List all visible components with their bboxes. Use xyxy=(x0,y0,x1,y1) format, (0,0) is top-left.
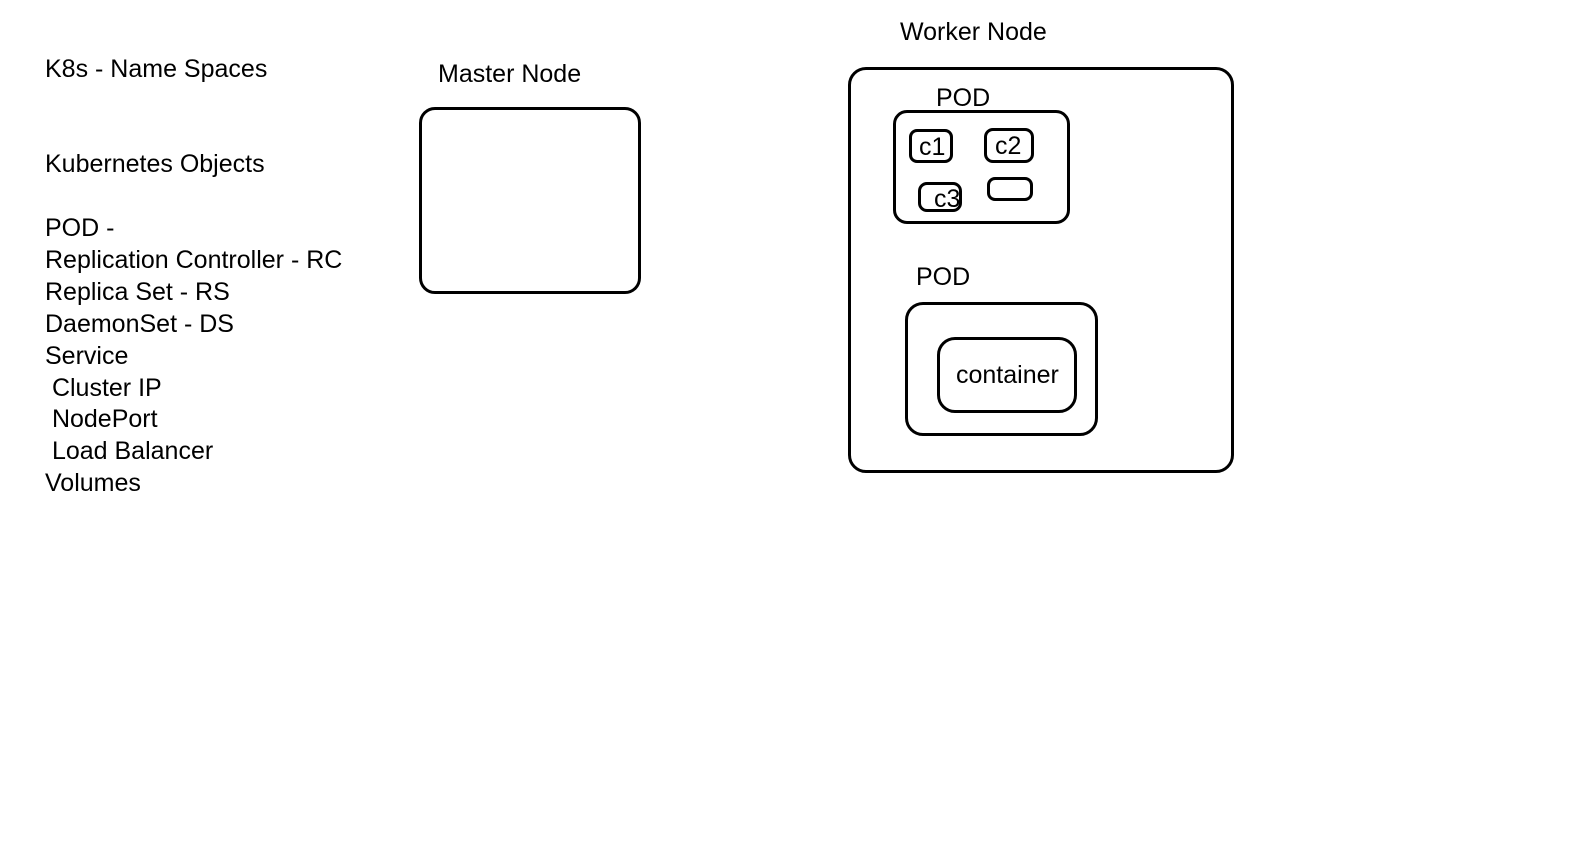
list-item: DaemonSet - DS xyxy=(45,310,234,338)
container-label: container xyxy=(956,361,1059,389)
list-item: Service xyxy=(45,342,129,370)
worker-node-label: Worker Node xyxy=(900,18,1047,46)
notes-title: K8s - Name Spaces xyxy=(45,55,268,83)
objects-heading: Kubernetes Objects xyxy=(45,150,265,178)
container-c2: c2 xyxy=(984,128,1034,163)
container-c3: c3 xyxy=(918,182,962,212)
list-item: POD - xyxy=(45,214,115,242)
container-label: c3 xyxy=(934,185,961,212)
master-node-label: Master Node xyxy=(438,60,582,88)
list-item: Replication Controller - RC xyxy=(45,246,343,274)
pod-label: POD xyxy=(936,84,991,112)
list-item: Volumes xyxy=(45,469,141,497)
container-label: c2 xyxy=(995,132,1022,160)
pod-box xyxy=(905,302,1098,436)
worker-node-box xyxy=(848,67,1234,473)
list-item: Cluster IP xyxy=(45,374,162,402)
list-item: Replica Set - RS xyxy=(45,278,230,306)
container-box: container xyxy=(937,337,1077,413)
master-node-box xyxy=(419,107,641,294)
container-c1: c1 xyxy=(909,129,953,163)
container-label: c1 xyxy=(919,133,946,161)
container-empty xyxy=(987,177,1033,201)
pod-box xyxy=(893,110,1070,224)
list-item: NodePort xyxy=(45,405,158,433)
pod-label: POD xyxy=(916,263,971,291)
list-item: Load Balancer xyxy=(45,437,214,465)
